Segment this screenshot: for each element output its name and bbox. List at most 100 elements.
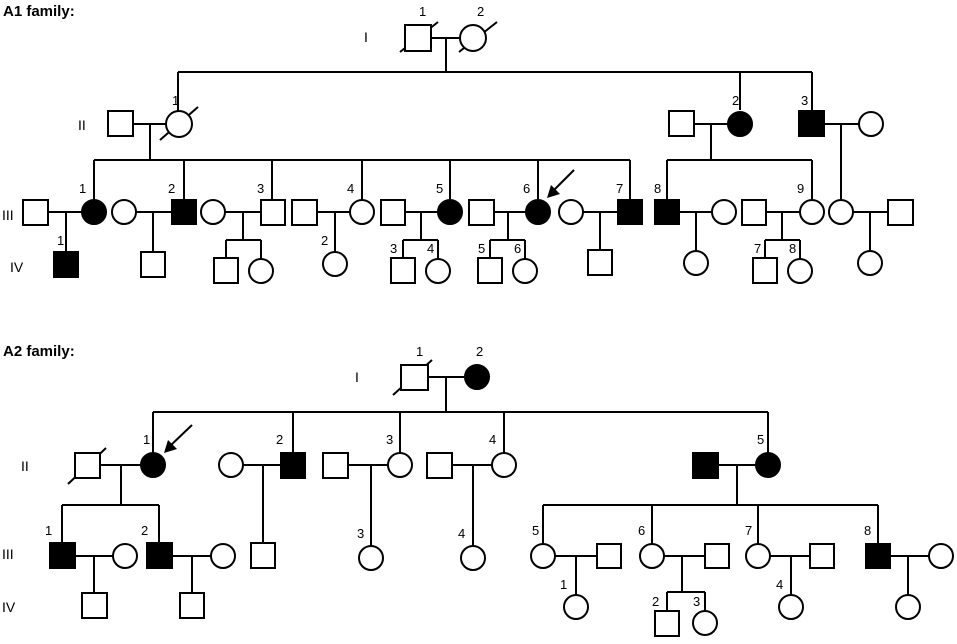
a2-ii-5-spouse-male-affected xyxy=(692,452,719,479)
a1-individuals xyxy=(22,24,914,284)
a1-num-iii-5: 5 xyxy=(436,181,443,196)
arrow-icon xyxy=(164,424,193,453)
a1-iii-7-male-affected xyxy=(617,199,643,225)
a1-gen-label-iii: III xyxy=(2,207,14,223)
a1-num-iv-5: 5 xyxy=(478,241,485,256)
a1-individual-numbers: 1 2 1 2 3 1 2 3 4 5 6 7 8 9 1 2 3 4 5 6 … xyxy=(57,4,808,256)
a1-iv-male xyxy=(140,251,166,278)
a2-num-ii-1: 1 xyxy=(143,432,150,447)
a2-family-title: A2 family: xyxy=(3,343,75,360)
a2-iii-1-spouse-female xyxy=(112,543,138,569)
a2-iv-female xyxy=(895,594,921,620)
a2-i-2-female-affected xyxy=(464,364,490,390)
a2-gen-label-iii: III xyxy=(2,546,14,562)
a2-gen-label-ii: II xyxy=(21,458,29,474)
a2-num-iii-4: 4 xyxy=(458,526,465,541)
a2-individuals xyxy=(49,364,954,637)
a1-ii-spouse-male xyxy=(107,110,134,137)
a1-ii-1-female-deceased xyxy=(165,110,193,138)
a1-iv-7-male xyxy=(752,257,778,284)
a2-ii-1-female-affected-proband xyxy=(140,452,166,478)
a1-iii-spouse-male xyxy=(22,199,49,226)
a1-iii-4-female xyxy=(349,199,375,225)
a1-num-iv-8: 8 xyxy=(789,241,796,256)
a1-iv-female xyxy=(683,250,709,276)
a1-iv-3-male xyxy=(390,257,416,284)
a2-num-iii-3: 3 xyxy=(357,526,364,541)
a1-iii-8-spouse-female xyxy=(711,199,737,225)
a2-iii-7-spouse-male xyxy=(809,543,835,569)
a2-iii-7-female xyxy=(745,543,771,569)
a1-family-title: A1 family: xyxy=(3,3,75,20)
a1-iii-ii3-daughter-spouse-male xyxy=(887,199,914,226)
a1-ii-3-spouse-female xyxy=(858,111,884,137)
a2-iv-3-female xyxy=(692,610,718,636)
a1-iv-male xyxy=(587,249,613,276)
a2-lines xyxy=(61,359,929,611)
a2-iii-2-male-affected xyxy=(146,542,173,569)
a1-num-iii-9: 9 xyxy=(797,181,804,196)
a1-iii-1-female-affected xyxy=(81,199,107,225)
a2-num-iii-8: 8 xyxy=(864,523,871,538)
a1-iv-6-female xyxy=(512,258,538,284)
a1-iii-6-female-affected-proband xyxy=(525,199,551,225)
a2-iii-2-spouse-female xyxy=(210,543,236,569)
a2-ii-1-spouse-male-deceased xyxy=(74,452,101,479)
a1-num-iii-2: 2 xyxy=(168,181,175,196)
a2-num-i-2: 2 xyxy=(476,344,483,359)
a1-iv-8-female xyxy=(787,258,813,284)
a2-iii-8-spouse-female xyxy=(928,543,954,569)
a2-individual-numbers: 1 2 1 2 3 4 5 1 2 3 4 5 6 7 8 1 2 3 4 xyxy=(45,344,871,609)
a2-gen-label-i: I xyxy=(355,369,359,385)
a1-iii-3-male xyxy=(260,199,286,226)
a2-ii-2-spouse-female xyxy=(218,452,244,478)
a1-gen-label-iv: IV xyxy=(10,259,24,275)
a1-num-iv-4: 4 xyxy=(427,241,434,256)
a2-num-iii-7: 7 xyxy=(745,523,752,538)
a1-num-iv-1: 1 xyxy=(57,233,64,248)
a1-iv-5-male xyxy=(477,257,503,284)
a1-iii-8-male-affected xyxy=(654,199,680,225)
a2-num-iv-3: 3 xyxy=(693,594,700,609)
a1-num-iii-4: 4 xyxy=(347,181,354,196)
a2-gen-label-iv: IV xyxy=(2,599,16,615)
a2-iii-5-female xyxy=(530,543,556,569)
a2-iii-ii2-son-male xyxy=(250,542,276,569)
a1-iii-ii3-daughter-female xyxy=(828,199,854,225)
a2-num-i-1: 1 xyxy=(416,344,423,359)
arrow-icon xyxy=(547,169,575,198)
a2-iv-2-male xyxy=(654,610,680,637)
a2-iii-6-spouse-male xyxy=(704,543,730,569)
a2-ii-3-spouse-male xyxy=(322,452,349,479)
a1-iv-male xyxy=(213,257,239,284)
a1-iii-4-spouse-male xyxy=(291,199,318,226)
a2-iii-6-female xyxy=(639,543,665,569)
a1-num-iii-6: 6 xyxy=(523,181,530,196)
a1-num-iii-3: 3 xyxy=(257,181,264,196)
a2-num-iii-2: 2 xyxy=(141,523,148,538)
a2-num-iv-4: 4 xyxy=(776,577,783,592)
a2-iv-4-female xyxy=(778,594,804,620)
a1-num-iii-7: 7 xyxy=(616,181,623,196)
a1-iii-5-female-affected xyxy=(437,199,463,225)
a2-ii-2-male-affected xyxy=(280,452,306,479)
a2-ii-5-female-affected xyxy=(755,452,781,478)
a1-ii-2-female-affected xyxy=(727,111,753,137)
a2-iv-male xyxy=(179,592,205,619)
a1-lines xyxy=(48,21,888,259)
a2-num-ii-2: 2 xyxy=(276,432,283,447)
a2-num-iv-2: 2 xyxy=(652,594,659,609)
a1-iv-female xyxy=(857,250,883,276)
a1-iii-5-spouse-male xyxy=(380,199,406,226)
a1-iii-6-spouse-male xyxy=(468,199,495,226)
a1-iv-1-male-affected xyxy=(53,251,79,278)
a1-num-iv-7: 7 xyxy=(754,241,761,256)
a1-iv-2-female xyxy=(322,251,348,277)
a1-num-ii-2: 2 xyxy=(732,93,739,108)
a1-gen-label-ii: II xyxy=(78,117,86,133)
a2-ii-4-female xyxy=(491,452,517,478)
a2-iii-4-female xyxy=(460,545,486,571)
a1-num-iv-3: 3 xyxy=(390,241,397,256)
a1-num-iv-6: 6 xyxy=(514,241,521,256)
a2-iii-1-male-affected xyxy=(49,542,76,569)
